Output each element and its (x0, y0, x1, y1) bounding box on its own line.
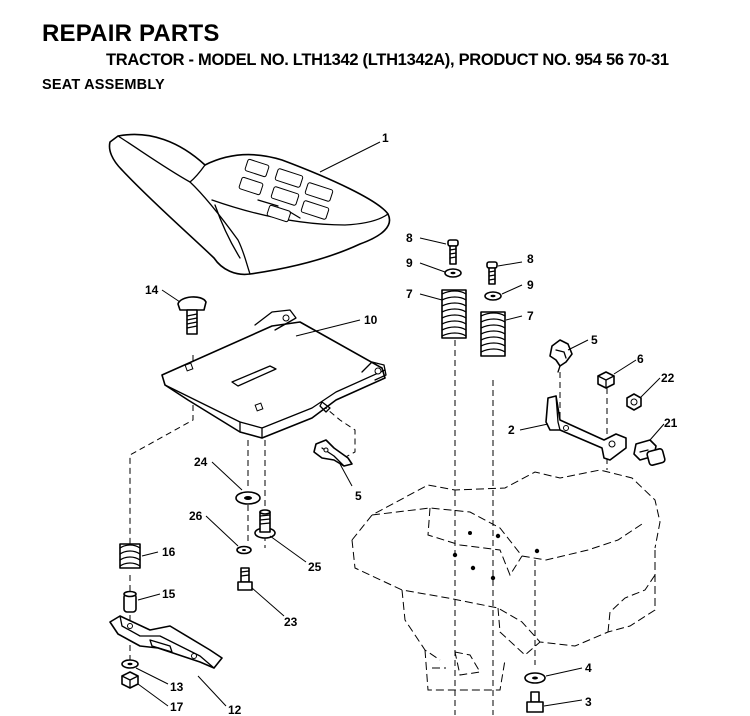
callout-25: 25 (308, 560, 322, 574)
bolt-part-21[interactable] (633, 439, 666, 466)
bolt-part-3[interactable] (526, 691, 544, 713)
page-title: REPAIR PARTS (42, 20, 220, 47)
callout-3: 3 (585, 695, 592, 709)
callout-1: 1 (382, 131, 389, 145)
bracket-plate-part-12[interactable] (109, 615, 223, 669)
callout-8-left: 8 (406, 231, 413, 245)
nut-part-6[interactable] (597, 371, 615, 389)
shoulder-bolt-part-25[interactable] (254, 509, 276, 539)
callout-4: 4 (585, 661, 592, 675)
screw-part-8-right[interactable] (486, 261, 498, 285)
hex-nut-part-22[interactable] (626, 393, 642, 411)
callout-13: 13 (170, 680, 184, 694)
spring-part-7-right[interactable] (480, 311, 506, 357)
callout-26: 26 (189, 509, 203, 523)
washer-part-13[interactable] (121, 659, 139, 669)
callout-labels: 1 8 8 9 9 7 7 14 10 5 6 22 2 21 24 5 26 … (145, 131, 678, 716)
spring-part-16[interactable] (119, 543, 141, 569)
bolt-part-23[interactable] (237, 567, 253, 591)
callout-14: 14 (145, 283, 159, 297)
clip-part-5-lower[interactable] (313, 439, 353, 467)
model-subtitle: TRACTOR - MODEL NO. LTH1342 (LTH1342A), … (106, 51, 669, 69)
callout-9-right: 9 (527, 278, 534, 292)
seat-part-1[interactable] (108, 133, 391, 276)
nut-part-17[interactable] (121, 671, 139, 689)
callout-5-lower: 5 (355, 489, 362, 503)
callout-12: 12 (228, 703, 242, 716)
callout-7-right: 7 (527, 309, 534, 323)
tractor-frame-outline (351, 469, 661, 691)
callout-7-left: 7 (406, 287, 413, 301)
callout-15: 15 (162, 587, 176, 601)
callout-leader-lines (135, 141, 665, 707)
callout-21: 21 (664, 416, 678, 430)
spring-part-7-left[interactable] (441, 289, 467, 339)
callout-24: 24 (194, 455, 208, 469)
screw-part-8-left[interactable] (447, 239, 459, 265)
callout-5-upper: 5 (591, 333, 598, 347)
callout-22: 22 (661, 371, 675, 385)
washer-part-9-left[interactable] (444, 268, 462, 278)
callout-8-right: 8 (527, 252, 534, 266)
callout-23: 23 (284, 615, 298, 629)
callout-16: 16 (162, 545, 176, 559)
section-heading: SEAT ASSEMBLY (42, 77, 165, 93)
seat-plate-part-10[interactable] (161, 309, 387, 439)
callout-10: 10 (364, 313, 378, 327)
callout-6: 6 (637, 352, 644, 366)
washer-part-24[interactable] (235, 491, 261, 505)
callout-9-left: 9 (406, 256, 413, 270)
bracket-part-2[interactable] (545, 395, 627, 461)
washer-part-4[interactable] (524, 672, 546, 684)
spacer-part-15[interactable] (123, 590, 137, 613)
clip-part-5-upper[interactable] (549, 339, 573, 373)
washer-part-26[interactable] (236, 545, 252, 555)
callout-17: 17 (170, 700, 184, 714)
washer-part-9-right[interactable] (484, 291, 502, 301)
carriage-bolt-part-14[interactable] (177, 296, 207, 335)
callout-2: 2 (508, 423, 515, 437)
